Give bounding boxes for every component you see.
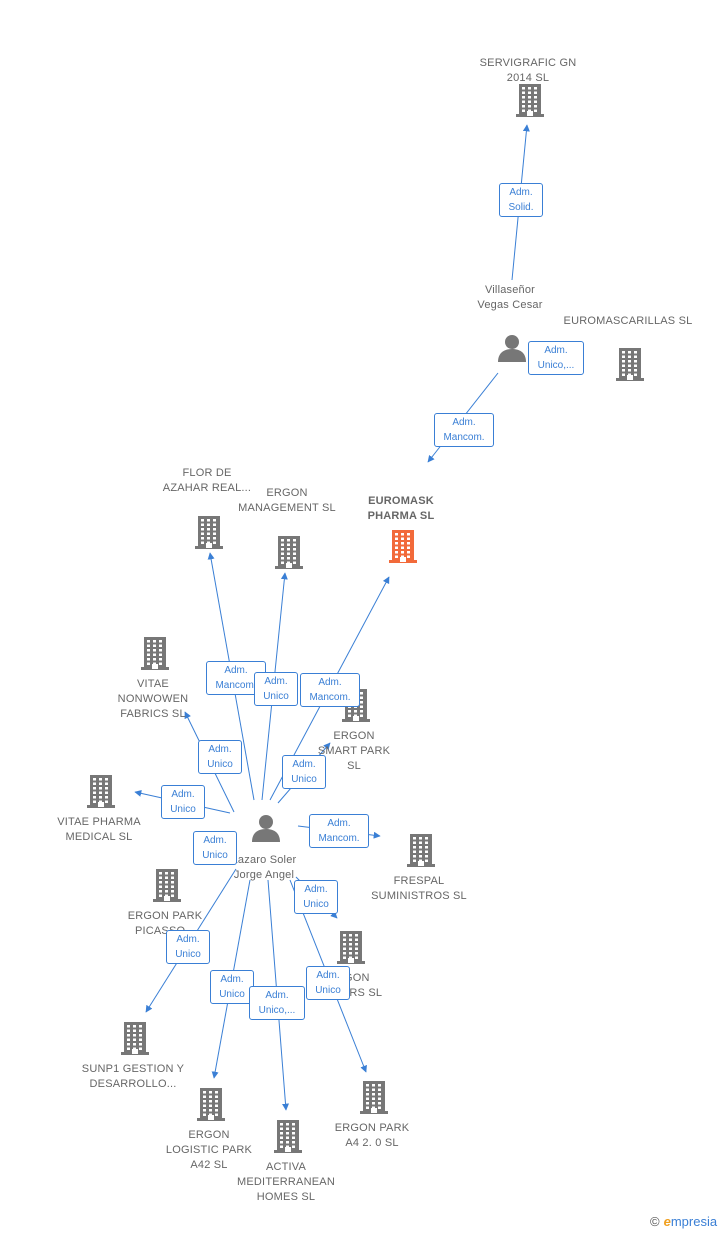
node-label-ergon-a4[interactable]: ERGON PARK A4 2. 0 SL [334, 1122, 410, 1149]
relation-label-lazaro-frespal[interactable]: Adm. Mancom. [309, 814, 369, 848]
node-label-vitae-nonwoven[interactable]: VITAE NONWOWEN FABRICS SL [117, 678, 189, 720]
relation-label-villasenor-euromascarillas[interactable]: Adm. Unico,... [528, 341, 584, 375]
building-icon-ergon-picasso[interactable] [151, 867, 183, 908]
relation-label-lazaro-ergon-logistic[interactable]: Adm. Unico [210, 970, 254, 1004]
node-label-sunp1[interactable]: SUNP1 GESTION Y DESARROLLO... [81, 1063, 185, 1090]
relation-label-lazaro-vitae-nonwoven[interactable]: Adm. Unico [198, 740, 242, 774]
building-icon-servigrafic[interactable] [514, 82, 546, 123]
building-icon-vitae-pharma[interactable] [85, 773, 117, 814]
building-icon-ergon-logistic[interactable] [195, 1086, 227, 1127]
relation-label-lazaro-ergon-towers[interactable]: Adm. Unico [166, 930, 210, 964]
node-label-euromascarillas[interactable]: EUROMASCARILLAS SL [563, 315, 693, 327]
relation-label-lazaro-ergon-smart[interactable]: Adm. Unico [282, 755, 326, 789]
node-label-flor[interactable]: FLOR DE AZAHAR REAL... [162, 467, 252, 494]
building-icon-activa[interactable] [272, 1118, 304, 1159]
node-label-ergon-mgmt[interactable]: ERGON MANAGEMENT SL [238, 487, 336, 514]
node-label-servigrafic[interactable]: SERVIGRAFIC GN 2014 SL [479, 57, 577, 84]
relation-label-lazaro-ergon-a4[interactable]: Adm. Unico [306, 966, 350, 1000]
building-icon-ergon-towers[interactable] [335, 929, 367, 970]
node-label-frespal[interactable]: FRESPAL SUMINISTROS SL [371, 875, 467, 902]
person-icon-villasenor[interactable] [496, 332, 528, 369]
relation-label-villasenor-servigrafic[interactable]: Adm. Solid. [499, 183, 543, 217]
relation-label-villasenor-euromask[interactable]: Adm. Mancom. [434, 413, 494, 447]
building-icon-vitae-nonwoven[interactable] [139, 635, 171, 676]
node-label-ergon-smart[interactable]: ERGON SMART PARK SL [317, 730, 391, 772]
relation-label-lazaro-activa[interactable]: Adm. Unico,... [249, 986, 305, 1020]
node-label-euromask[interactable]: EUROMASK PHARMA SL [367, 495, 435, 522]
relation-label-lazaro-euromask[interactable]: Adm. Mancom. [300, 673, 360, 707]
brand-logo: ©empresia [650, 1214, 717, 1229]
copyright-symbol: © [650, 1214, 660, 1229]
node-label-activa[interactable]: ACTIVA MEDITERRANEAN HOMES SL [237, 1161, 335, 1203]
node-label-ergon-logistic[interactable]: ERGON LOGISTIC PARK A42 SL [165, 1129, 253, 1171]
building-icon-euromascarillas[interactable] [614, 346, 646, 387]
building-icon-frespal[interactable] [405, 832, 437, 873]
building-icon-flor[interactable] [193, 514, 225, 555]
brand-initial: e [663, 1214, 671, 1229]
node-label-vitae-pharma[interactable]: VITAE PHARMA MEDICAL SL [57, 816, 141, 843]
building-icon-sunp1[interactable] [119, 1020, 151, 1061]
brand-name: mpresia [670, 1214, 718, 1229]
relation-label-lazaro-vitae-pharma[interactable]: Adm. Unico [161, 785, 205, 819]
relation-label-lazaro-sunp1[interactable]: Adm. Unico [294, 880, 338, 914]
relation-label-lazaro-ergon-picasso[interactable]: Adm. Unico [193, 831, 237, 865]
building-icon-ergon-a4[interactable] [358, 1079, 390, 1120]
node-label-villasenor[interactable]: Villaseñor Vegas Cesar [477, 284, 543, 311]
building-icon-ergon-mgmt[interactable] [273, 534, 305, 575]
building-icon-euromask[interactable] [387, 528, 419, 569]
node-label-lazaro[interactable]: Lazaro Soler Jorge Angel [231, 854, 297, 881]
person-icon-lazaro[interactable] [250, 812, 282, 849]
relation-label-lazaro-ergon-mgmt[interactable]: Adm. Unico [254, 672, 298, 706]
